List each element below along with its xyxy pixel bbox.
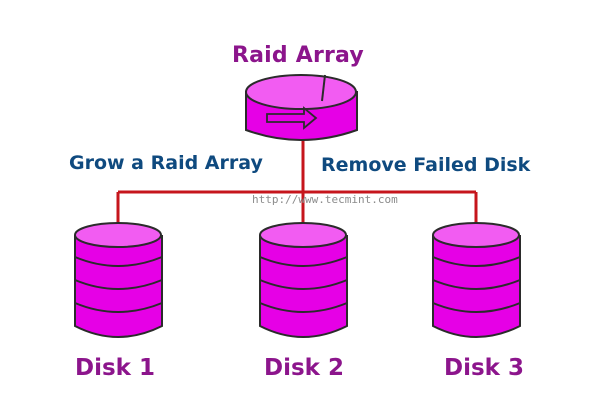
arrow-right-icon bbox=[266, 106, 318, 130]
disk-3-icon bbox=[432, 222, 521, 338]
disk-3-label: Disk 3 bbox=[444, 355, 524, 381]
connector-lines bbox=[116, 140, 478, 228]
site-watermark: http://www.tecmint.com bbox=[252, 193, 398, 206]
raid-array-divider bbox=[321, 74, 326, 102]
disk-2-icon bbox=[259, 222, 348, 338]
raid-array-icon bbox=[245, 74, 358, 141]
raid-array-top bbox=[245, 74, 357, 110]
grow-raid-array-label: Grow a Raid Array bbox=[69, 152, 263, 174]
disk-2-label: Disk 2 bbox=[264, 355, 344, 381]
remove-failed-disk-label: Remove Failed Disk bbox=[321, 154, 531, 176]
disk-1-label: Disk 1 bbox=[75, 355, 155, 381]
raid-array-title: Raid Array bbox=[232, 43, 364, 68]
disk-1-icon bbox=[74, 222, 163, 338]
